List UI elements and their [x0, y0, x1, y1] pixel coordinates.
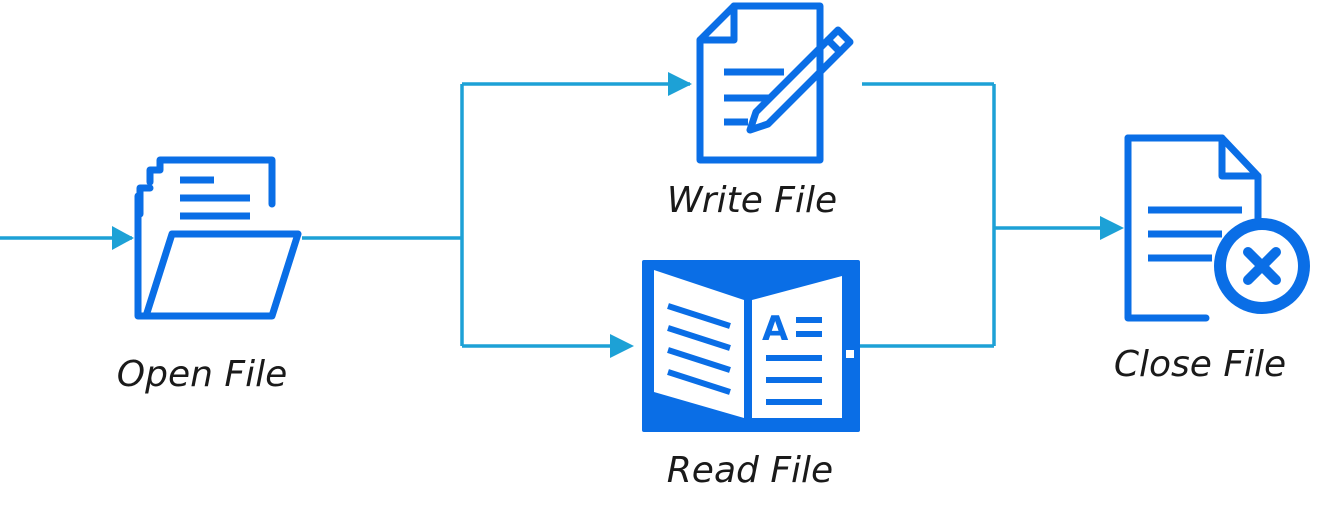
svg-text:A: A	[762, 309, 789, 349]
entry-arrowhead	[112, 226, 134, 250]
write-file-label: Write File	[667, 180, 837, 221]
close-arrowhead	[1100, 216, 1124, 240]
close-file-label: Close File	[1114, 344, 1286, 385]
write-arrowhead	[668, 72, 692, 96]
open-book-icon: A	[642, 260, 860, 432]
open-file-label: Open File	[117, 354, 287, 395]
read-arrowhead	[610, 334, 634, 358]
connectors	[0, 72, 1124, 358]
document-close-icon	[1124, 134, 1310, 322]
document-pencil-icon	[696, 2, 854, 164]
open-folder-icon	[134, 156, 302, 320]
read-file-label: Read File	[667, 450, 833, 491]
